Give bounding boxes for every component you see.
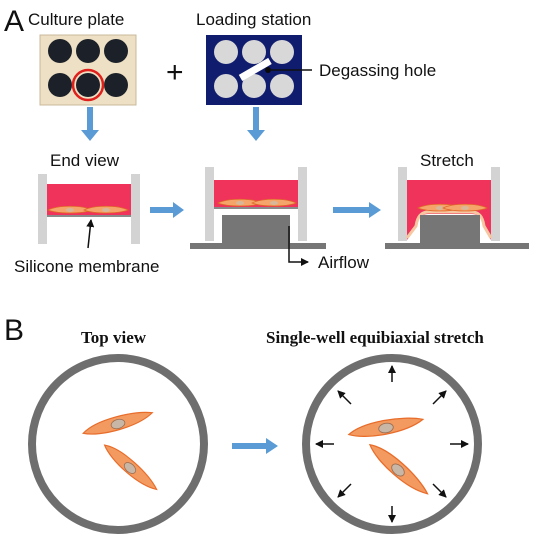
degassing-hole-label: Degassing hole — [319, 61, 436, 80]
culture-plate-photo — [39, 34, 137, 106]
panel-a-letter: A — [4, 5, 24, 38]
stretch-arrow-ne — [432, 390, 447, 405]
culture-plate-label: Culture plate — [28, 10, 124, 29]
silicone-membrane-pointer — [86, 219, 95, 249]
airflow-label: Airflow — [318, 253, 370, 272]
plus-sign: + — [166, 56, 184, 89]
loading-station-photo — [206, 35, 302, 105]
right-arrow-1 — [150, 202, 184, 218]
loading-post-well — [190, 167, 326, 249]
top-view-label: Top view — [81, 328, 147, 347]
stretch-arrow-sw — [337, 483, 352, 498]
stretch-label: Stretch — [420, 151, 474, 170]
single-well-stretch-label: Single-well equibiaxial stretch — [266, 328, 484, 347]
down-arrow-left — [81, 107, 99, 141]
airflow-pointer — [288, 226, 309, 266]
silicone-membrane-label: Silicone membrane — [14, 257, 160, 276]
end-view-well — [38, 174, 140, 244]
stretch-arrow-nw — [337, 390, 352, 405]
stretch-well — [385, 167, 529, 249]
degassing-hole — [265, 67, 271, 73]
stretched-dish — [302, 354, 482, 534]
stretch-arrow-se — [432, 483, 447, 498]
right-arrow-2 — [333, 202, 381, 218]
highlighted-well-ring — [71, 68, 105, 102]
panel-b-letter: B — [4, 314, 24, 347]
end-view-label: End view — [50, 151, 120, 170]
right-arrow-b — [232, 438, 278, 454]
down-arrow-right — [247, 107, 265, 141]
top-view-dish — [28, 354, 208, 534]
loading-station-label: Loading station — [196, 10, 311, 29]
